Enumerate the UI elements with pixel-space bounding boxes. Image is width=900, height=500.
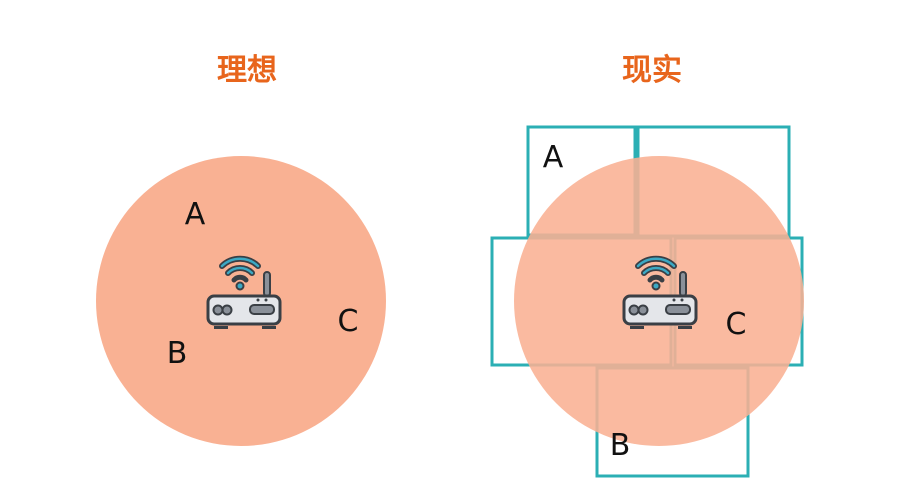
label-b: B — [167, 336, 188, 371]
ideal-panel: 理想 A B C — [96, 53, 386, 446]
label-a: A — [185, 197, 206, 232]
label-c: C — [338, 304, 359, 339]
label-c: C — [726, 307, 747, 342]
reality-title: 现实 — [622, 53, 682, 88]
label-a: A — [543, 140, 564, 175]
ideal-title: 理想 — [217, 53, 277, 88]
label-b: B — [610, 428, 631, 463]
reality-panel: 现实 A B C — [490, 53, 804, 478]
